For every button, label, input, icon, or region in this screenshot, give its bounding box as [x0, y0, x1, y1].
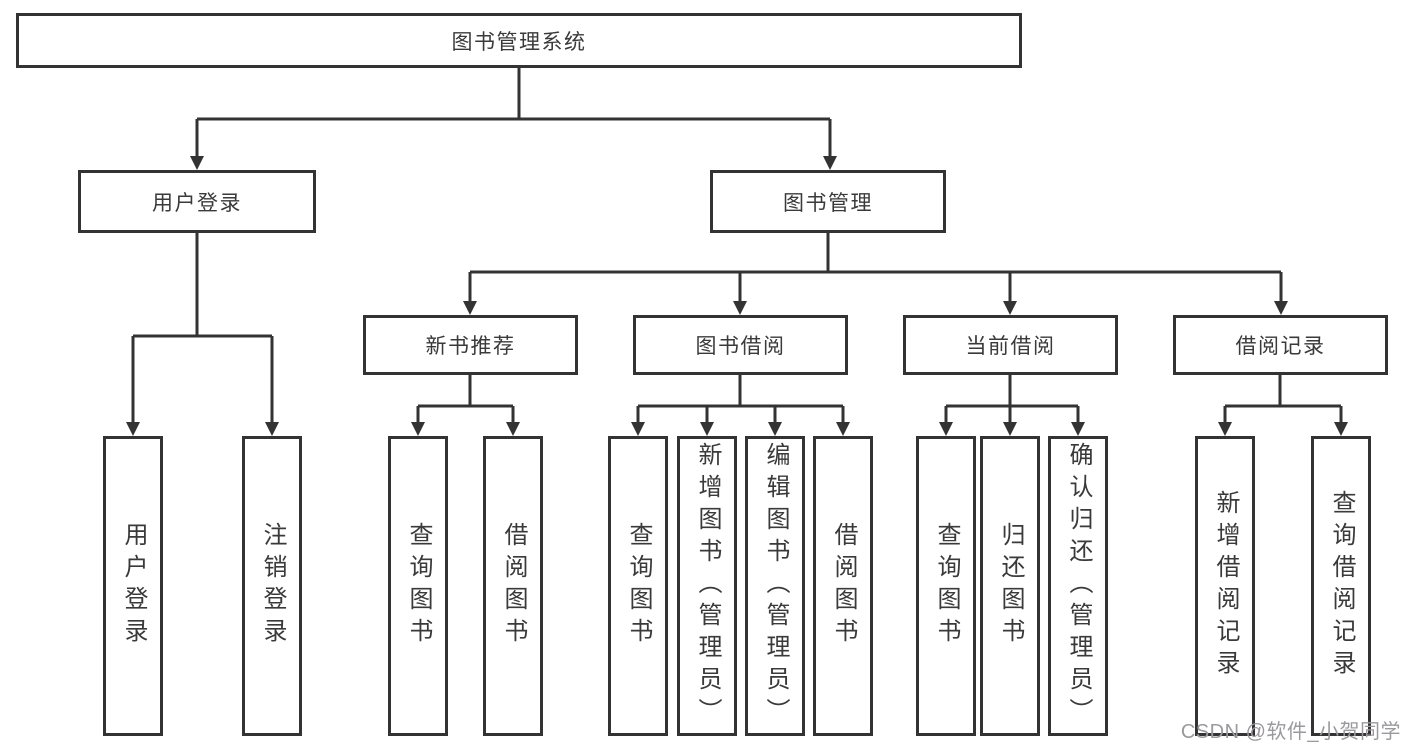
node-book-management: 图书管理 [710, 170, 946, 233]
node-label: 图书管理 [783, 191, 873, 215]
connector-current-borrowing-children [939, 375, 1085, 436]
node-label: 编辑图书（管理员） [762, 442, 789, 730]
node-label: 用户登录 [152, 191, 242, 215]
node-borrowing-records: 借阅记录 [1173, 315, 1388, 375]
node-label: 查询图书 [405, 522, 432, 650]
node-return-books: 归还图书 [980, 436, 1040, 736]
node-add-books-admin: 新增图书（管理员） [677, 436, 737, 736]
csdn-watermark: CSDN @软件_小贺同学 [1180, 721, 1401, 743]
node-label: 借阅记录 [1235, 335, 1326, 358]
node-book-borrowing: 图书借阅 [633, 315, 848, 375]
node-borrow-books-recommend: 借阅图书 [483, 436, 543, 736]
node-user-login: 用户登录 [78, 170, 316, 233]
node-label: 借阅图书 [500, 522, 527, 650]
node-label: 新书推荐 [425, 335, 516, 358]
node-label: 查询借阅记录 [1328, 490, 1355, 682]
node-current-borrowing: 当前借阅 [903, 315, 1118, 375]
connector-user-login-children [126, 233, 279, 436]
node-label: 图书借阅 [695, 335, 786, 358]
node-label: 当前借阅 [965, 335, 1056, 358]
node-label: 归还图书 [997, 522, 1024, 650]
node-label: 新增借阅记录 [1212, 490, 1239, 682]
node-borrow-books-borrowing: 借阅图书 [813, 436, 873, 736]
node-query-borrow-record: 查询借阅记录 [1311, 436, 1371, 736]
node-logout: 注销登录 [242, 436, 302, 736]
node-query-books-recommend: 查询图书 [388, 436, 448, 736]
node-label: 借阅图书 [830, 522, 857, 650]
node-label: 新增图书（管理员） [694, 442, 721, 730]
node-add-borrow-record: 新增借阅记录 [1195, 436, 1255, 736]
node-confirm-return-admin: 确认归还（管理员） [1048, 436, 1108, 736]
node-user-login-leaf: 用户登录 [103, 436, 163, 736]
connector-root-to-level2 [190, 68, 837, 170]
node-label: 确认归还（管理员） [1065, 442, 1092, 730]
node-new-book-recommend: 新书推荐 [363, 315, 578, 375]
node-query-books-borrowing: 查询图书 [608, 436, 668, 736]
connector-borrowing-records-children [1218, 375, 1348, 436]
node-label: 用户登录 [120, 522, 147, 650]
node-label: 图书管理系统 [451, 30, 587, 54]
node-label: 注销登录 [259, 522, 286, 650]
node-query-books-current: 查询图书 [916, 436, 976, 736]
connector-book-borrowing-children [631, 375, 850, 436]
connector-new-book-recommend-children [411, 375, 520, 436]
node-label: 查询图书 [933, 522, 960, 650]
node-library-management-system: 图书管理系统 [16, 13, 1022, 68]
node-edit-books-admin: 编辑图书（管理员） [745, 436, 805, 736]
node-label: 查询图书 [625, 522, 652, 650]
connector-book-management-children [463, 233, 1288, 315]
